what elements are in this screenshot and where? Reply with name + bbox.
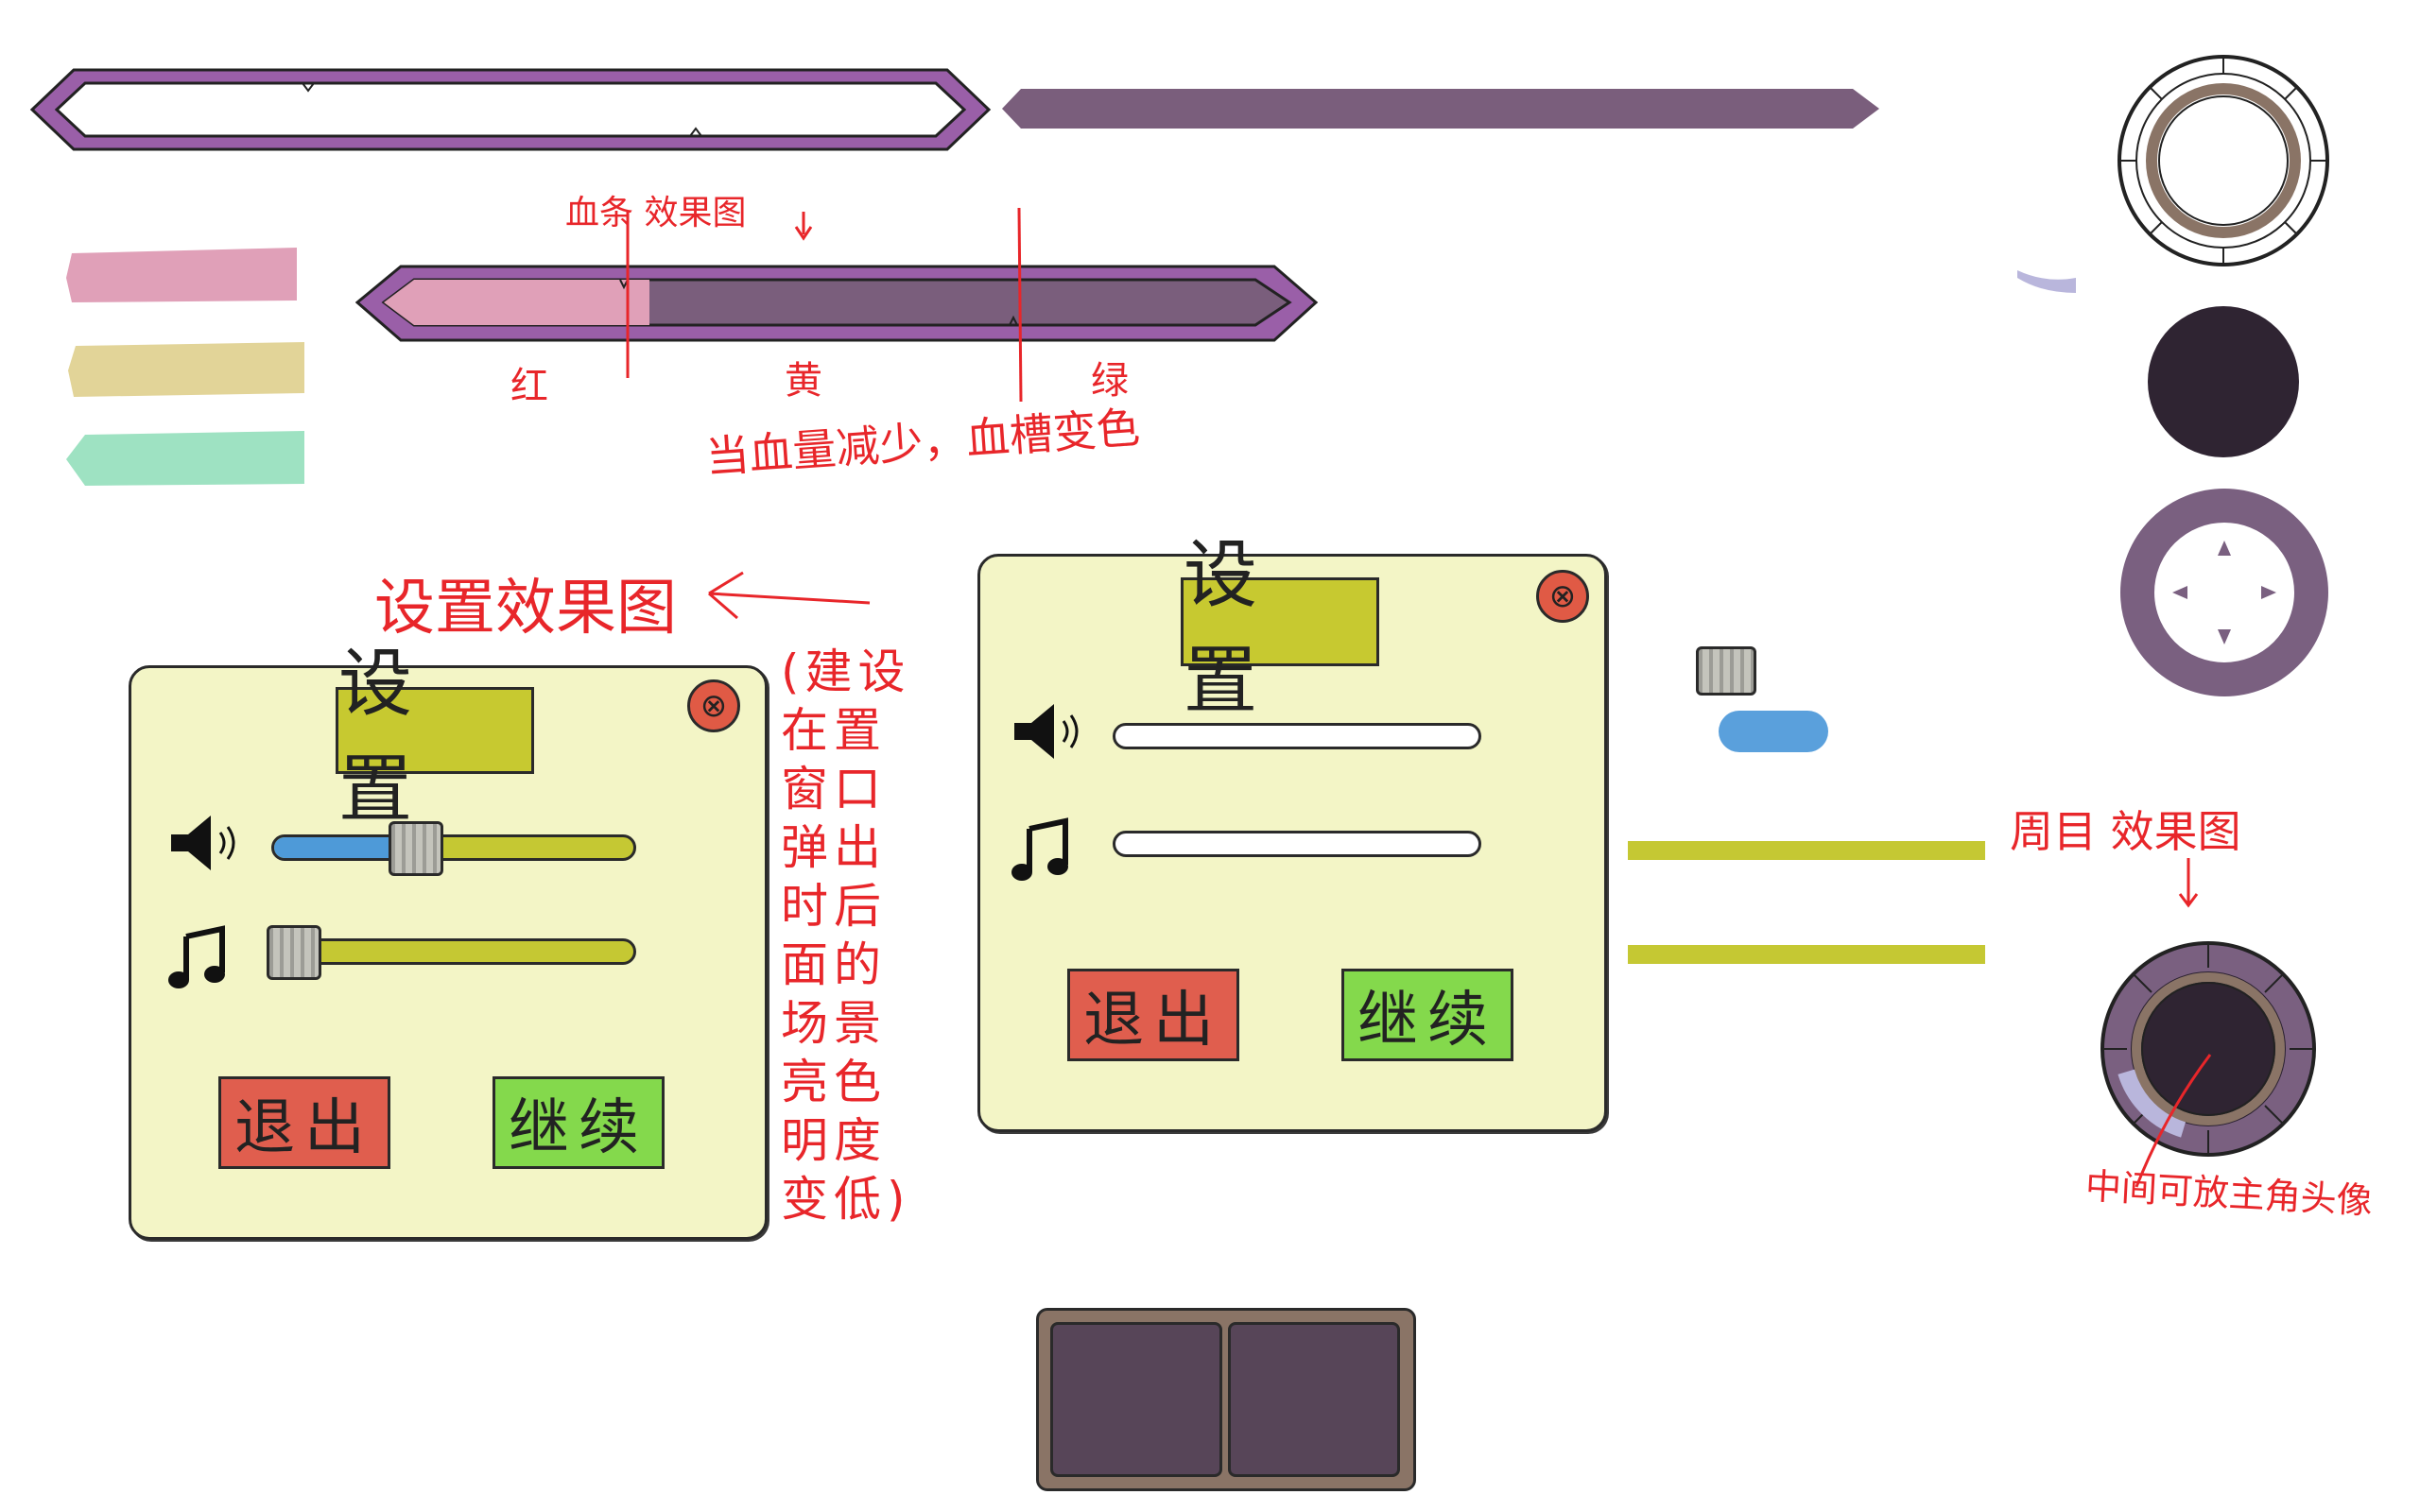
suggestion-line: (建设 bbox=[781, 644, 911, 699]
annotation-lines-bloodbar bbox=[626, 207, 1023, 403]
avatar-outer-ring bbox=[2120, 489, 2328, 696]
exit-button[interactable]: 退出 bbox=[1067, 969, 1239, 1061]
arrow-down-icon bbox=[2178, 858, 2199, 908]
avatar-core-disc bbox=[2148, 306, 2299, 457]
slider-track-sprite-1 bbox=[1628, 841, 1985, 860]
slider-track-sprite-2 bbox=[1628, 945, 1985, 964]
avatar-effect-note: 周目 效果图 bbox=[2010, 806, 2241, 857]
annotation-line-avatar bbox=[2135, 1054, 2212, 1188]
close-button[interactable]: ⊗ bbox=[1536, 570, 1589, 623]
bloodbar-title-note: 血条 效果图 bbox=[565, 194, 747, 232]
suggestion-line: 弹出 bbox=[781, 820, 887, 875]
red-label-note: 红 bbox=[510, 365, 548, 408]
sound-slider[interactable] bbox=[271, 821, 636, 876]
arrow-left-icon bbox=[708, 571, 871, 620]
suggestion-line: 明度 bbox=[781, 1113, 887, 1168]
green-label-note: 绿 bbox=[1091, 359, 1129, 403]
speaker-icon bbox=[171, 816, 235, 870]
inventory-slot-2[interactable] bbox=[1228, 1322, 1400, 1477]
speaker-icon bbox=[1014, 704, 1079, 759]
sound-slider-track[interactable] bbox=[1113, 723, 1481, 749]
swatch-green bbox=[66, 431, 304, 486]
health-bar-sample bbox=[355, 265, 1319, 342]
slider-handle-sprite bbox=[1696, 646, 1756, 696]
empty-bar-frame bbox=[29, 68, 992, 151]
music-slider-track[interactable] bbox=[1113, 831, 1481, 857]
swatch-yellow bbox=[68, 342, 304, 397]
settings-panel-active: 设置 ⊗ 退出 继续 bbox=[129, 642, 768, 1240]
settings-panel-template: 设置 ⊗ 退出 继续 bbox=[977, 533, 1607, 1132]
close-button[interactable]: ⊗ bbox=[687, 679, 740, 732]
avatar-center-note: 中间可放主角头像 bbox=[2083, 1165, 2374, 1222]
health-bar-fill bbox=[384, 280, 649, 325]
settings-suggestion-note: (建设在置窗口弹出时后面的场景亮色明度变低) bbox=[781, 643, 932, 1228]
music-slider-handle[interactable] bbox=[267, 925, 321, 980]
bloodbar-note: 当血量减少，血槽变色 bbox=[703, 402, 1142, 483]
inventory-frame bbox=[1036, 1308, 1416, 1491]
exit-button[interactable]: 退出 bbox=[218, 1076, 390, 1169]
suggestion-line: 变低) bbox=[781, 1172, 911, 1227]
sound-slider-handle[interactable] bbox=[389, 821, 443, 876]
suggestion-line: 在置 bbox=[781, 703, 887, 758]
avatar-frame-ring bbox=[2118, 55, 2329, 266]
yellow-label-note: 黄 bbox=[785, 359, 822, 403]
suggestion-line: 场景 bbox=[781, 996, 887, 1051]
slider-fill-sprite bbox=[1719, 711, 1828, 752]
avatar-frame-composed bbox=[2100, 941, 2316, 1157]
flat-bar-plate bbox=[1002, 89, 1879, 129]
settings-title: 设置 bbox=[1181, 533, 1379, 724]
music-note-icon bbox=[168, 925, 225, 988]
suggestion-line: 窗口 bbox=[781, 762, 887, 816]
swatch-red bbox=[66, 248, 297, 302]
suggestion-line: 亮色 bbox=[781, 1055, 887, 1109]
sound-slider-fill bbox=[274, 837, 392, 858]
inventory-slot-1[interactable] bbox=[1050, 1322, 1222, 1477]
ring-highlight-sprite bbox=[2017, 270, 2076, 293]
music-slider[interactable] bbox=[267, 925, 636, 980]
suggestion-line: 面的 bbox=[781, 937, 887, 992]
continue-button[interactable]: 继续 bbox=[493, 1076, 665, 1169]
continue-button[interactable]: 继续 bbox=[1341, 969, 1513, 1061]
suggestion-line: 时后 bbox=[781, 879, 887, 934]
music-note-icon bbox=[1011, 817, 1068, 881]
settings-title: 设置 bbox=[336, 642, 534, 833]
settings-effect-note: 设置效果图 bbox=[374, 574, 677, 644]
